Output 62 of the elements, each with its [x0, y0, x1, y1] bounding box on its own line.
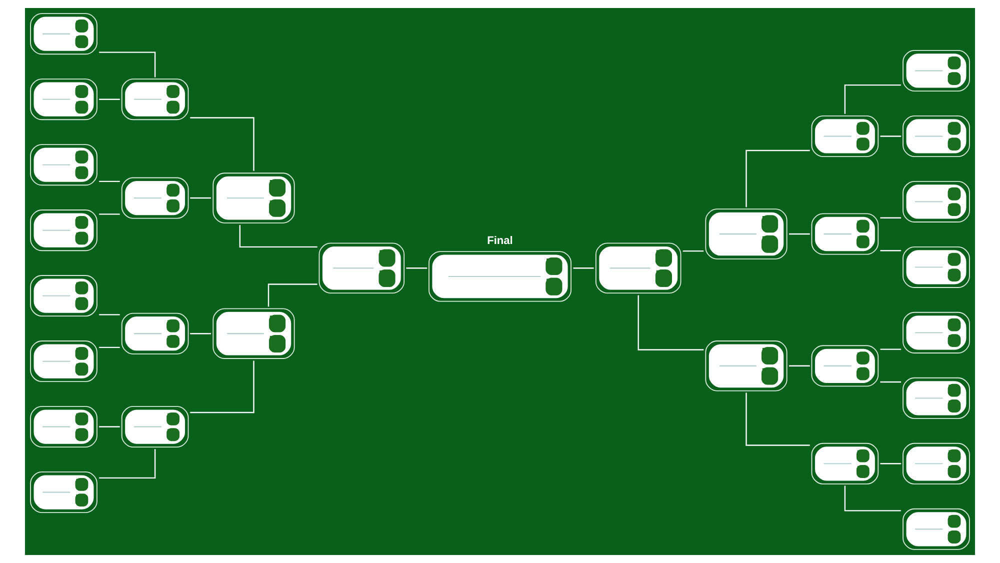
- node-box: [595, 242, 682, 294]
- connector: [746, 392, 810, 446]
- connector: [406, 268, 428, 269]
- connector: [880, 250, 902, 252]
- node-box: [30, 406, 98, 448]
- node-box: [902, 377, 970, 419]
- connector: [99, 426, 120, 428]
- node-box: [30, 144, 98, 186]
- connector: [99, 98, 120, 100]
- node-box: [811, 442, 879, 484]
- node-box: [811, 213, 879, 255]
- connector: [573, 268, 594, 269]
- node-box: [902, 442, 970, 484]
- node-box: [30, 275, 98, 317]
- connector: [268, 284, 318, 307]
- connector: [239, 225, 318, 248]
- node-box: [705, 340, 788, 392]
- node-box: [902, 180, 970, 222]
- node-box: [121, 406, 189, 448]
- connector: [880, 381, 902, 383]
- node-box: [121, 177, 189, 219]
- connector: [99, 346, 120, 348]
- connector: [682, 250, 704, 252]
- connector: [746, 150, 810, 208]
- connector: [99, 52, 156, 78]
- node-box: [902, 508, 970, 550]
- connector: [880, 348, 902, 350]
- connector: [844, 486, 901, 512]
- connector: [190, 197, 211, 199]
- node-box: [318, 242, 405, 294]
- connector: [190, 117, 254, 171]
- node-box: [902, 246, 970, 288]
- node-box: [121, 312, 189, 354]
- node-box: [30, 13, 98, 55]
- node-box: [212, 308, 295, 359]
- node-box: [121, 78, 189, 120]
- connector: [880, 217, 902, 218]
- connector: [99, 214, 120, 215]
- node-box: [212, 172, 295, 224]
- connector: [99, 314, 120, 316]
- connector: [638, 295, 704, 350]
- node-box: [30, 78, 98, 120]
- node-box: [902, 50, 970, 92]
- connector: [99, 449, 156, 479]
- connector: [190, 360, 254, 414]
- node-box: [30, 472, 98, 513]
- node-box: [811, 115, 879, 157]
- node-box: [30, 210, 98, 252]
- node-box: [811, 345, 879, 387]
- connector: [99, 180, 120, 182]
- connector: [788, 233, 810, 235]
- node-box: [705, 208, 788, 260]
- node-box: [902, 312, 970, 354]
- node-box: [902, 115, 970, 157]
- connector: [788, 365, 810, 366]
- connector: [880, 136, 902, 137]
- node-box: [30, 340, 98, 382]
- connector: [844, 84, 901, 114]
- connector: [190, 333, 211, 334]
- node-label: Final: [487, 234, 513, 247]
- connector: [880, 463, 902, 464]
- node-box: [428, 251, 572, 302]
